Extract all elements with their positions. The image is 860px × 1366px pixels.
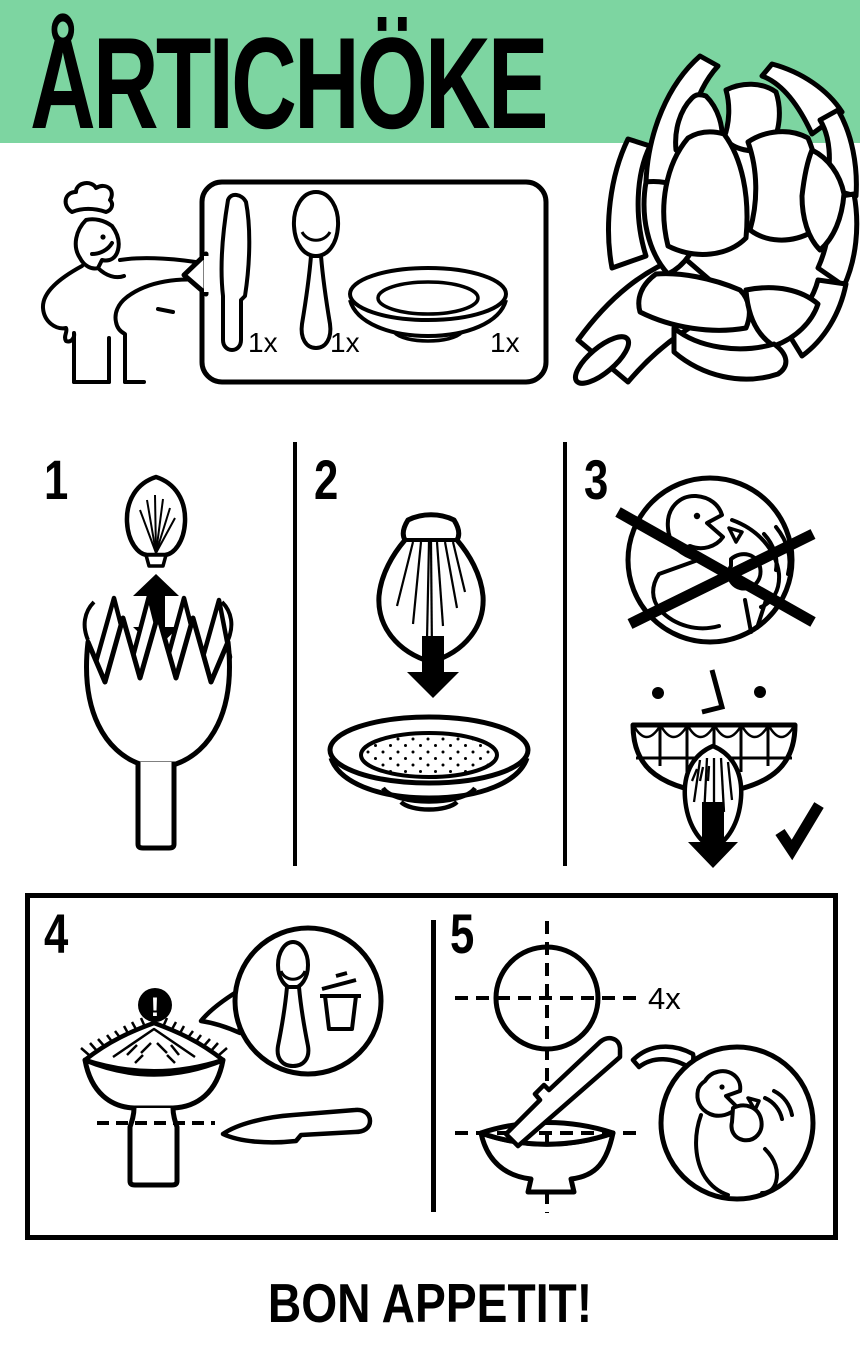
step-divider bbox=[293, 442, 297, 866]
chef-smile bbox=[90, 241, 114, 256]
knife-qty-label: 1x bbox=[248, 327, 278, 358]
trash-icon bbox=[320, 971, 361, 1031]
speech-bubble-tail bbox=[630, 1044, 696, 1071]
cross-icon bbox=[615, 507, 816, 629]
step5-illustration: 4x bbox=[455, 921, 816, 1213]
chef-arm-bottom bbox=[113, 277, 210, 384]
eating-face-icon bbox=[630, 1044, 816, 1202]
materials-box: 1x 1x 1x bbox=[181, 179, 549, 385]
artichoke-petal bbox=[671, 325, 789, 382]
artichoke-petal bbox=[799, 147, 847, 253]
steps-4-5-box bbox=[25, 893, 838, 1240]
leaf-large-icon bbox=[376, 512, 486, 665]
arrow-down-icon bbox=[407, 636, 459, 698]
chef-eye bbox=[100, 234, 106, 240]
artichoke-hero-illustration bbox=[572, 53, 860, 386]
step3-illustration bbox=[615, 475, 824, 868]
warning-icon: ! bbox=[138, 988, 172, 1022]
chef-figure bbox=[41, 181, 210, 384]
artichoke-spike bbox=[606, 136, 653, 271]
step3-number: 3 bbox=[584, 448, 609, 511]
step-divider bbox=[563, 442, 567, 866]
plate-icon bbox=[348, 266, 508, 343]
no-bite-icon bbox=[615, 475, 816, 645]
step1-illustration bbox=[82, 474, 234, 851]
leaf-icon bbox=[124, 474, 188, 568]
step1-number: 1 bbox=[44, 448, 69, 511]
artichoke-petal bbox=[636, 271, 752, 333]
cut-count-label: 4x bbox=[648, 981, 681, 1016]
page-title-text: ÅRTICHÖKE bbox=[30, 10, 549, 156]
dashed-crosshair bbox=[455, 921, 641, 1213]
chef-hat-icon bbox=[63, 181, 115, 214]
artichoke-half-icon bbox=[80, 1017, 228, 1188]
spoon-icon bbox=[275, 940, 311, 1068]
artichoke-spike bbox=[783, 277, 849, 359]
chef-shoulder bbox=[96, 266, 126, 280]
knife-icon bbox=[219, 193, 252, 352]
footer-text: BON APPETIT! bbox=[267, 1272, 593, 1334]
chef-body bbox=[41, 264, 84, 384]
nose bbox=[701, 669, 726, 715]
left-eye bbox=[652, 687, 664, 699]
plate-qty-label: 1x bbox=[490, 327, 520, 358]
chef-head bbox=[73, 217, 121, 271]
knife-cutting-icon bbox=[503, 1035, 623, 1149]
step4-illustration: ! bbox=[80, 925, 384, 1188]
materials-box-tail bbox=[181, 251, 209, 297]
right-eye bbox=[754, 686, 766, 698]
speech-bubble-tail bbox=[198, 988, 243, 1036]
artichoke-bud-icon bbox=[82, 593, 234, 851]
leaf-pull-icon bbox=[682, 743, 744, 868]
artichoke-petal bbox=[661, 129, 750, 257]
knife-icon bbox=[220, 1107, 373, 1145]
box-divider bbox=[431, 920, 436, 1212]
checkmark-icon bbox=[775, 802, 824, 861]
step2-illustration bbox=[327, 512, 531, 812]
artichoke-petal bbox=[743, 285, 821, 349]
step4-number: 4 bbox=[44, 902, 69, 965]
spoon-icon bbox=[291, 190, 341, 350]
speech-bubble bbox=[198, 925, 384, 1077]
warning-mark: ! bbox=[151, 992, 160, 1022]
chef-thumb bbox=[156, 307, 175, 314]
step2-number: 2 bbox=[314, 448, 339, 511]
plate-dotted-icon bbox=[327, 714, 531, 812]
step5-number: 5 bbox=[450, 902, 475, 965]
page-title: ÅRTICHÖKE bbox=[30, 0, 767, 156]
footer-message: BON APPETIT! bbox=[0, 1276, 860, 1331]
spoon-qty-label: 1x bbox=[330, 327, 360, 358]
arrow-down-icon bbox=[688, 802, 738, 868]
